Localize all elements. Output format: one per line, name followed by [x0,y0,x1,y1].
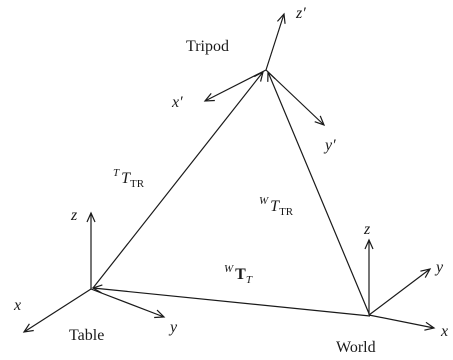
tripod-frame-label: Tripod [186,38,229,55]
world-y-axis [368,268,432,316]
transform-world-to-tripod-subscript: TR [279,206,294,218]
tripod-y-axis-label: y′ [323,137,336,154]
table-x-axis-label: x [13,297,21,314]
world-y-axis-label: y [434,259,444,276]
transform-table-to-tripod-subscript: TR [130,178,145,190]
tripod-y-axis [265,69,326,127]
tripod-z-axis-label: z′ [295,5,306,22]
world-frame-label: World [336,339,376,356]
table-z-axis-label: z [70,207,78,224]
transform-world-to-tripod-arrow [267,70,371,317]
transform-world-to-table-superscript: W [224,263,234,275]
world-x-axis-label: x [440,323,448,340]
table-y-axis-label: y [168,319,178,336]
world-x-axis [368,314,436,331]
world-frame-axes [364,238,436,331]
transform-table-to-tripod-symbol: T [121,170,131,187]
tripod-x-axis-label: x′ [171,94,183,111]
transform-world-to-table-symbol: T [235,266,246,283]
table-frame-axes [22,211,166,333]
table-frame-label: Table [69,327,104,344]
transform-world-to-tripod-symbol: T [270,198,280,215]
tripod-x-axis [203,69,267,102]
table-x-axis [22,288,92,333]
world-z-axis-label: z [363,221,371,238]
table-y-axis [90,288,166,319]
transform-world-to-tripod-superscript: W [259,195,269,207]
transform-world-to-table-subscript: T [246,274,253,286]
transform-table-to-tripod-superscript: T [113,167,120,179]
tripod-z-axis [265,12,286,71]
tripod-frame-axes [203,12,326,127]
transform-table-to-tripod-arrow [92,70,264,289]
transform-world-to-table-arrow [91,284,371,317]
